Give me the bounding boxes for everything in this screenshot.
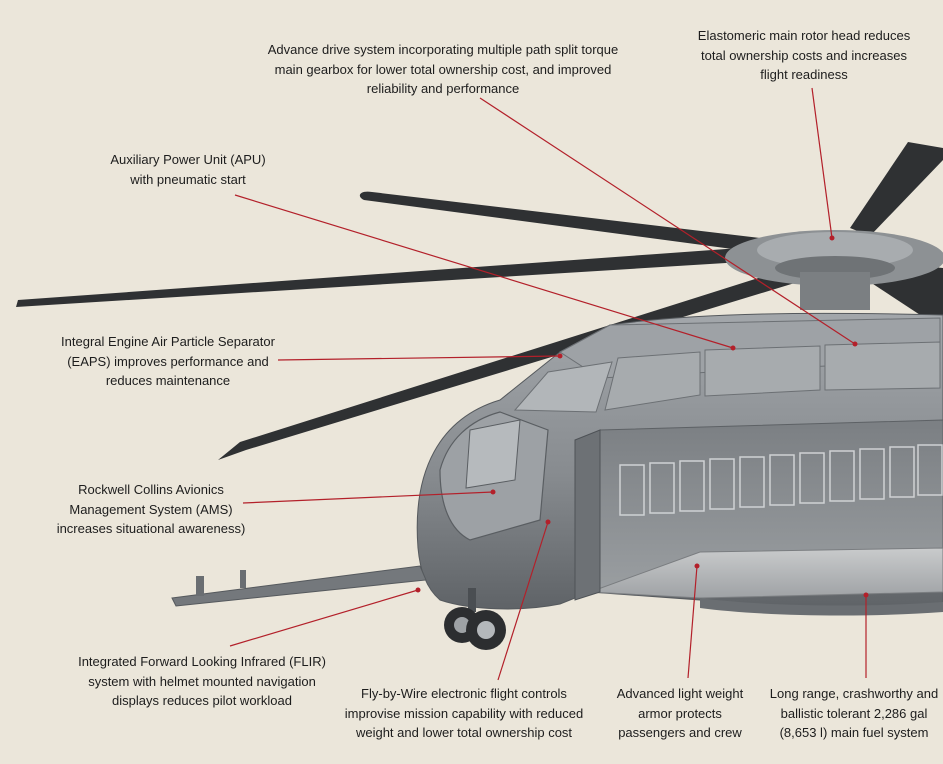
- callout-armor-line-2: armor protects: [638, 705, 722, 721]
- refueling-probe: [171, 565, 427, 607]
- callout-armor: Advanced light weight armor protects pas…: [604, 684, 756, 743]
- callout-eaps-line-3: reduces maintenance: [105, 373, 231, 388]
- callout-fly-by-wire: Fly-by-Wire electronic flight controls i…: [333, 684, 595, 743]
- callout-drive-system-line-1: Advance drive system incorporating multi…: [267, 42, 619, 57]
- callout-flir-line-3: displays reduces pilot workload: [112, 693, 292, 708]
- leader-line-flir: [229, 589, 419, 647]
- callout-fly-by-wire-line-2: improvise mission capability with reduce…: [344, 705, 584, 721]
- callout-avionics-line-2: Management System (AMS): [69, 501, 233, 517]
- callout-avionics-line-3: increases situational awareness): [56, 521, 246, 536]
- callout-rotor-head: Elastomeric main rotor head reduces tota…: [688, 26, 920, 85]
- leader-line-eaps: [277, 355, 561, 361]
- leader-line-rotor-head: [811, 87, 833, 239]
- callout-fuel-line-1: Long range, crashworthy and: [769, 686, 939, 701]
- callout-avionics: Rockwell Collins Avionics Management Sys…: [50, 480, 252, 539]
- rotor-blade-upper-left: [359, 191, 760, 252]
- callout-rotor-head-line-2: total ownership costs and increases: [701, 47, 907, 63]
- fuselage: [416, 312, 943, 616]
- leader-line-apu: [234, 194, 734, 349]
- leader-line-armor: [687, 565, 698, 679]
- callout-armor-line-3: passengers and crew: [618, 725, 742, 740]
- callout-apu-line-2: with pneumatic start: [130, 171, 246, 187]
- callout-drive-system-line-3: reliability and performance: [366, 81, 520, 96]
- cabin-floor: [589, 547, 943, 599]
- callout-eaps: Integral Engine Air Particle Separator (…: [52, 332, 284, 391]
- callout-fly-by-wire-line-3: weight and lower total ownership cost: [355, 725, 573, 740]
- callout-apu: Auxiliary Power Unit (APU) with pneumati…: [98, 150, 278, 189]
- callout-drive-system: Advance drive system incorporating multi…: [263, 40, 623, 99]
- callout-avionics-line-1: Rockwell Collins Avionics: [78, 482, 224, 497]
- rotor-blade-upper-right: [850, 142, 943, 236]
- leader-line-avionics: [242, 491, 494, 504]
- nose-landing-gear: [444, 588, 506, 650]
- leader-dots: [415, 235, 869, 598]
- callout-rotor-head-line-3: flight readiness: [760, 67, 848, 82]
- callout-rotor-head-line-1: Elastomeric main rotor head reduces: [697, 28, 911, 43]
- callout-armor-line-1: Advanced light weight: [616, 686, 744, 701]
- callout-eaps-line-1: Integral Engine Air Particle Separator: [61, 334, 275, 349]
- callout-fuel: Long range, crashworthy and ballistic to…: [768, 684, 940, 743]
- callout-fly-by-wire-line-1: Fly-by-Wire electronic flight controls: [361, 686, 567, 701]
- rotor-blade-lower-left: [218, 268, 798, 460]
- fuel-sponson: [700, 598, 943, 616]
- troop-seats: [619, 444, 943, 516]
- callout-fuel-line-2: ballistic tolerant 2,286 gal: [780, 705, 928, 721]
- callout-flir-line-2: system with helmet mounted navigation: [88, 673, 316, 689]
- callout-flir: Integrated Forward Looking Infrared (FLI…: [66, 652, 338, 711]
- callout-flir-line-1: Integrated Forward Looking Infrared (FLI…: [78, 654, 326, 669]
- leader-lines: [229, 87, 867, 681]
- callout-eaps-line-2: (EAPS) improves performance and: [67, 353, 269, 369]
- callout-apu-line-1: Auxiliary Power Unit (APU): [110, 152, 266, 167]
- callout-fuel-line-3: (8,653 l) main fuel system: [779, 725, 929, 740]
- callout-drive-system-line-2: main gearbox for lower total ownership c…: [274, 61, 612, 77]
- leader-line-drive-system: [479, 97, 856, 345]
- leader-line-fly-by-wire: [497, 521, 549, 681]
- rotor-head: [725, 230, 943, 310]
- rotor-blade-left-long: [16, 248, 742, 307]
